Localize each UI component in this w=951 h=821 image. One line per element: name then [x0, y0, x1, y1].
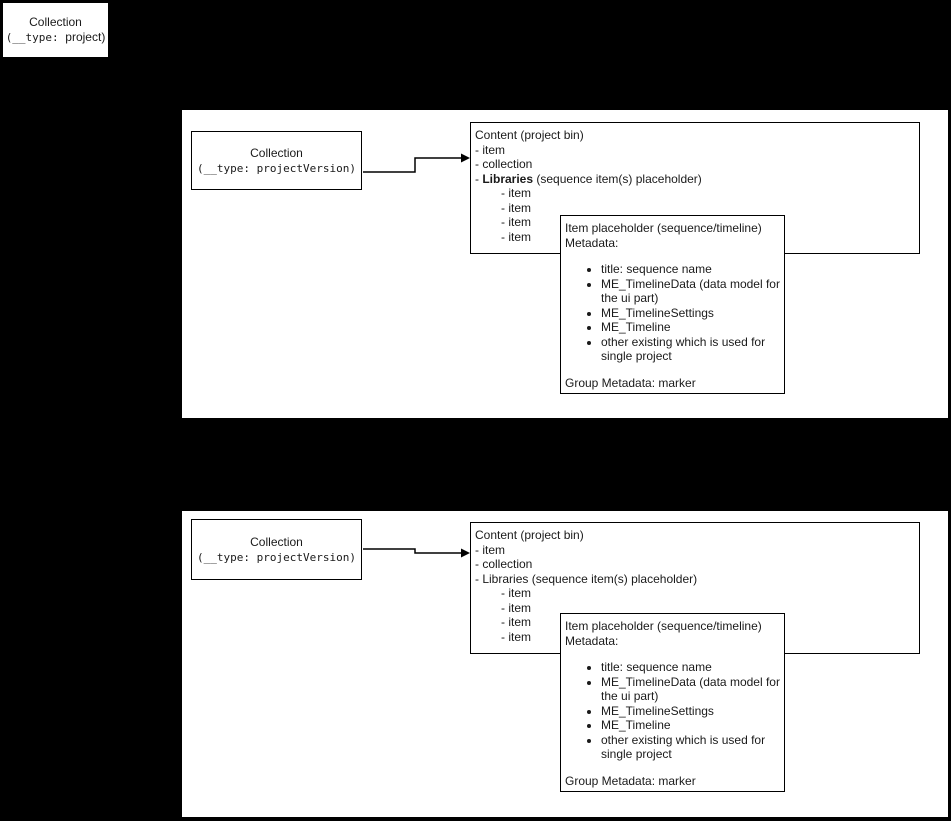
version-collection-box-1: Collection (__type: projectVersion) [191, 131, 362, 190]
metadata-list: title: sequence name ME_TimelineData (da… [565, 660, 784, 762]
metadata-item: other existing which is used for single … [601, 335, 784, 364]
content-box-1: Content (project bin) - item - collectio… [470, 122, 920, 254]
project-collection-type: (__type: project) [6, 30, 106, 45]
metadata-item: other existing which is used for single … [601, 733, 784, 762]
libraries-prefix: - [475, 571, 483, 586]
content-item: - collection [475, 157, 533, 171]
section-panel-1: Collection (__type: projectVersion) Cont… [182, 110, 948, 418]
libraries-prefix: - [475, 171, 483, 186]
project-collection-box: Collection (__type: project) [2, 2, 109, 58]
metadata-item: ME_TimelineData (data model for the ui p… [601, 277, 784, 306]
version-collection-box-2: Collection (__type: projectVersion) [191, 519, 362, 580]
content-sub-item: - item [501, 600, 531, 615]
libraries-rest: (sequence item(s) placeholder) [533, 171, 702, 186]
content-item: - item [475, 142, 505, 157]
content-title: Content (project bin) [475, 528, 584, 542]
metadata-item: ME_Timeline [601, 718, 784, 733]
item-placeholder-title: Item placeholder (sequence/timeline) [565, 619, 762, 633]
version-collection-title: Collection [250, 534, 303, 549]
libraries-label: Libraries [482, 171, 534, 186]
content-sub-item: - item [501, 629, 531, 644]
content-sub-item: - item [501, 186, 531, 200]
content-sub-item: - item [501, 586, 531, 600]
metadata-item: title: sequence name [601, 262, 784, 277]
content-title: Content (project bin) [475, 128, 584, 142]
content-item: - item [475, 542, 505, 557]
metadata-list: title: sequence name ME_TimelineData (da… [565, 262, 784, 364]
item-placeholder-box-1: Item placeholder (sequence/timeline) Met… [560, 215, 785, 394]
project-collection-title: Collection [29, 15, 82, 29]
metadata-item: ME_TimelineData (data model for the ui p… [601, 675, 784, 704]
item-placeholder-title: Item placeholder (sequence/timeline) [565, 221, 762, 235]
item-placeholder-box-2: Item placeholder (sequence/timeline) Met… [560, 613, 785, 792]
metadata-item: ME_Timeline [601, 320, 784, 335]
type-rest-text: project) [65, 30, 106, 44]
metadata-label: Metadata: [565, 633, 619, 648]
content-sub-item: - item [501, 615, 531, 629]
metadata-item: ME_TimelineSettings [601, 704, 784, 719]
version-collection-title: Collection [250, 145, 303, 160]
metadata-label: Metadata: [565, 235, 619, 250]
libraries-rest: (sequence item(s) placeholder) [528, 571, 698, 586]
metadata-item: title: sequence name [601, 660, 784, 675]
libraries-item: - Libraries (sequence item(s) placeholde… [475, 572, 915, 587]
content-sub-item: - item [501, 229, 531, 244]
content-item: - collection [475, 557, 533, 571]
libraries-label: Libraries [482, 571, 529, 586]
group-metadata-footer: Group Metadata: marker [565, 773, 696, 788]
content-sub-item: - item [501, 200, 531, 215]
version-collection-type: (__type: projectVersion) [197, 550, 356, 564]
content-sub-item: - item [501, 215, 531, 229]
version-collection-type: (__type: projectVersion) [197, 161, 356, 175]
section-panel-2: Collection (__type: projectVersion) Cont… [182, 511, 948, 817]
libraries-item: - Libraries (sequence item(s) placeholde… [475, 172, 915, 187]
group-metadata-footer: Group Metadata: marker [565, 375, 696, 390]
metadata-item: ME_TimelineSettings [601, 306, 784, 321]
type-mono-text: (__type: [5, 31, 66, 44]
